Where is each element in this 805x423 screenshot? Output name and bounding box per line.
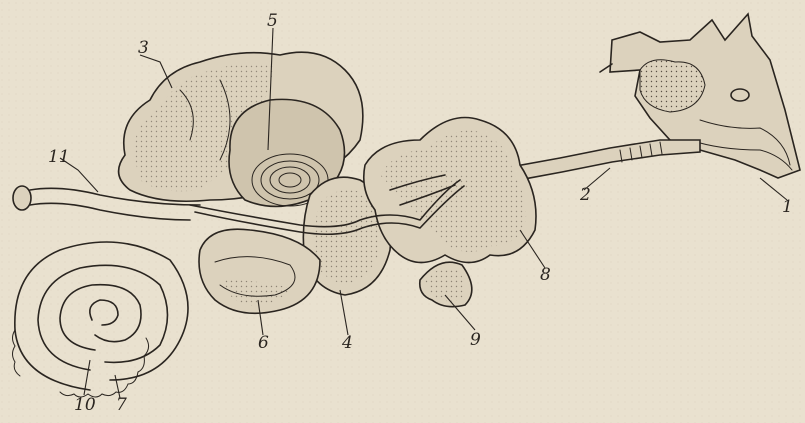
label-2: 2 <box>579 185 591 205</box>
label-3: 3 <box>138 38 149 58</box>
label-6: 6 <box>258 333 269 353</box>
label-5: 5 <box>267 11 278 31</box>
label-1: 1 <box>782 197 793 217</box>
label-9: 9 <box>470 330 481 350</box>
label-8: 8 <box>540 265 551 285</box>
label-4: 4 <box>341 333 353 353</box>
label-10: 10 <box>74 395 96 415</box>
label-11: 11 <box>48 147 70 167</box>
label-7: 7 <box>116 395 127 415</box>
